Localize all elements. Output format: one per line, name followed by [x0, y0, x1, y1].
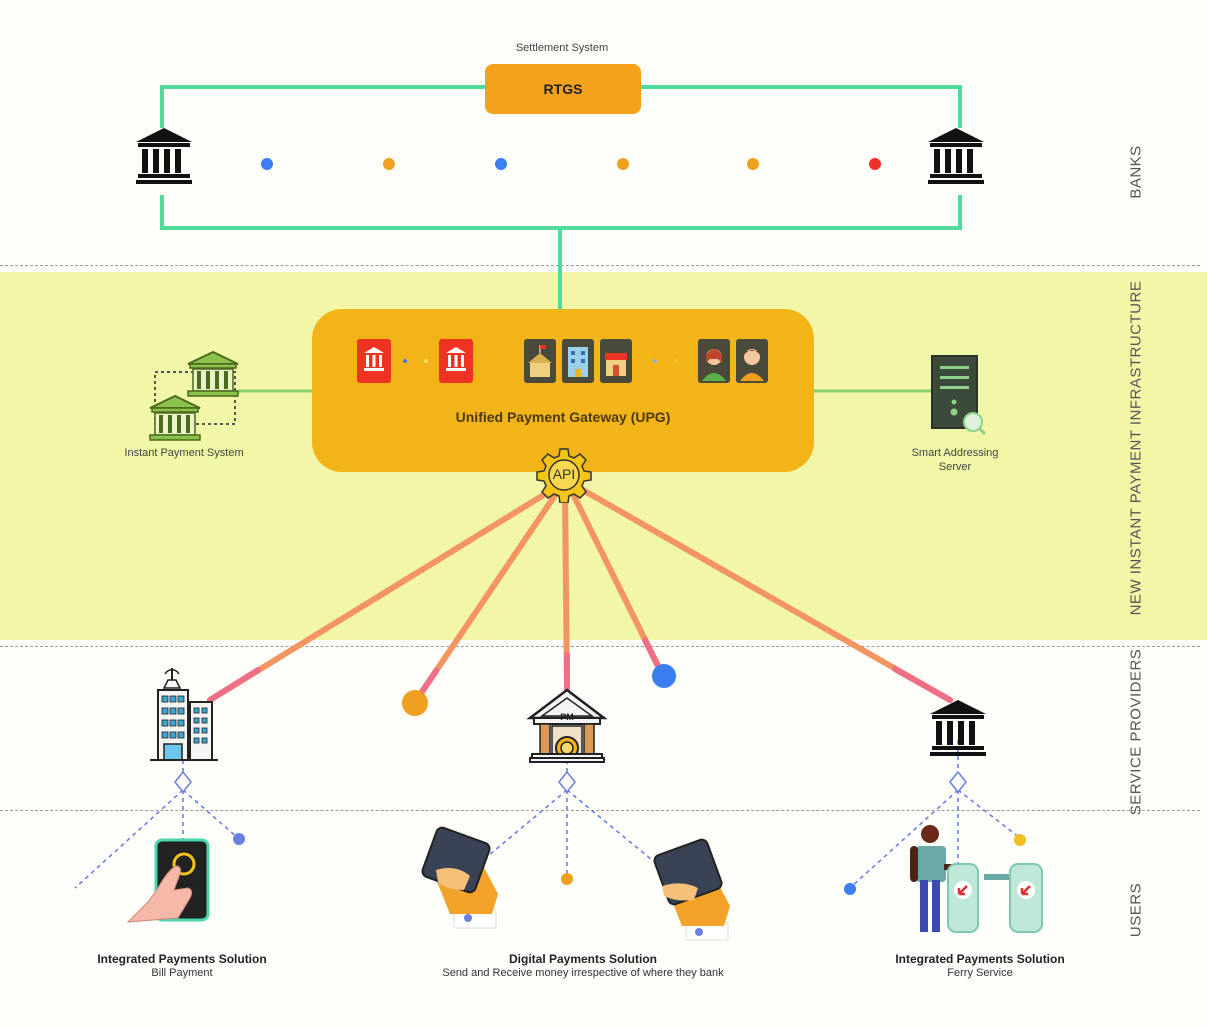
person-woman-icon: [698, 339, 730, 383]
shop-icon: [600, 339, 632, 383]
layer-label-users: USERS: [1127, 882, 1145, 938]
person-man-icon: [736, 339, 768, 383]
api-label: API: [552, 466, 576, 482]
post-office-icon: [526, 688, 608, 763]
smart-addressing-label-1: Smart Addressing: [911, 447, 999, 459]
upg-title: Unified Payment Gateway (UPG): [455, 409, 671, 425]
api-spokes-tips: [207, 637, 953, 705]
user-link-diamonds: [174, 770, 967, 794]
layer-label-banks: BANKS: [1127, 145, 1145, 199]
api-gear[interactable]: API: [536, 447, 592, 503]
layer-label-infrastructure: NEW INSTANT PAYMENT INFRASTRUCTURE: [1127, 280, 1145, 616]
solution-2-subtitle: Send and Receive money irrespective of w…: [442, 967, 724, 979]
hotel-icon: [562, 339, 594, 383]
user-links: [74, 740, 1021, 900]
instant-payment-system-label: Instant Payment System: [124, 447, 244, 459]
divider-service-providers: [0, 810, 1200, 811]
upg-icons: [357, 339, 768, 383]
smart-addressing-label-2: Server: [938, 461, 972, 473]
ferry-gate-icon: [910, 825, 1043, 933]
user-dots: [233, 833, 1026, 895]
solution-3-subtitle: Ferry Service: [947, 967, 1013, 979]
school-icon: [524, 339, 556, 383]
solution-1-subtitle: Bill Payment: [151, 967, 213, 979]
api-spokes: [207, 483, 953, 705]
orange-node: [402, 690, 428, 716]
rtgs-label: RTGS: [543, 81, 583, 97]
hand-phone-left-icon: [421, 826, 498, 929]
bank-card-icon: [439, 339, 473, 383]
bank-left-icon: [136, 128, 192, 184]
solution-2-title: Digital Payments Solution: [508, 952, 658, 966]
hand-phone-right-icon: [653, 838, 730, 941]
office-building-icon: [150, 668, 218, 761]
layer-label-service-providers: SERVICE PROVIDERS: [1127, 648, 1145, 816]
bank-network: [160, 85, 962, 309]
post-office-sign: PM: [560, 712, 574, 722]
bank-right-icon: [928, 128, 984, 184]
gear-icon: [536, 448, 592, 503]
blue-node: [652, 664, 676, 688]
service-bank-icon: [930, 700, 986, 756]
instant-payment-system-icon: [149, 350, 239, 441]
divider-infrastructure: [0, 646, 1200, 647]
bank-card-icon: [357, 339, 391, 383]
tap-phone-icon: [126, 838, 210, 923]
server-icon: [931, 355, 987, 436]
rtgs-box[interactable]: RTGS: [485, 64, 641, 114]
settlement-caption: Settlement System: [515, 42, 609, 54]
solution-3-title: Integrated Payments Solution: [895, 952, 1065, 966]
upg-box[interactable]: Unified Payment Gateway (UPG): [312, 309, 814, 472]
solution-1-title: Integrated Payments Solution: [97, 952, 267, 966]
bank-dots: [261, 158, 881, 170]
divider-banks: [0, 265, 1200, 266]
